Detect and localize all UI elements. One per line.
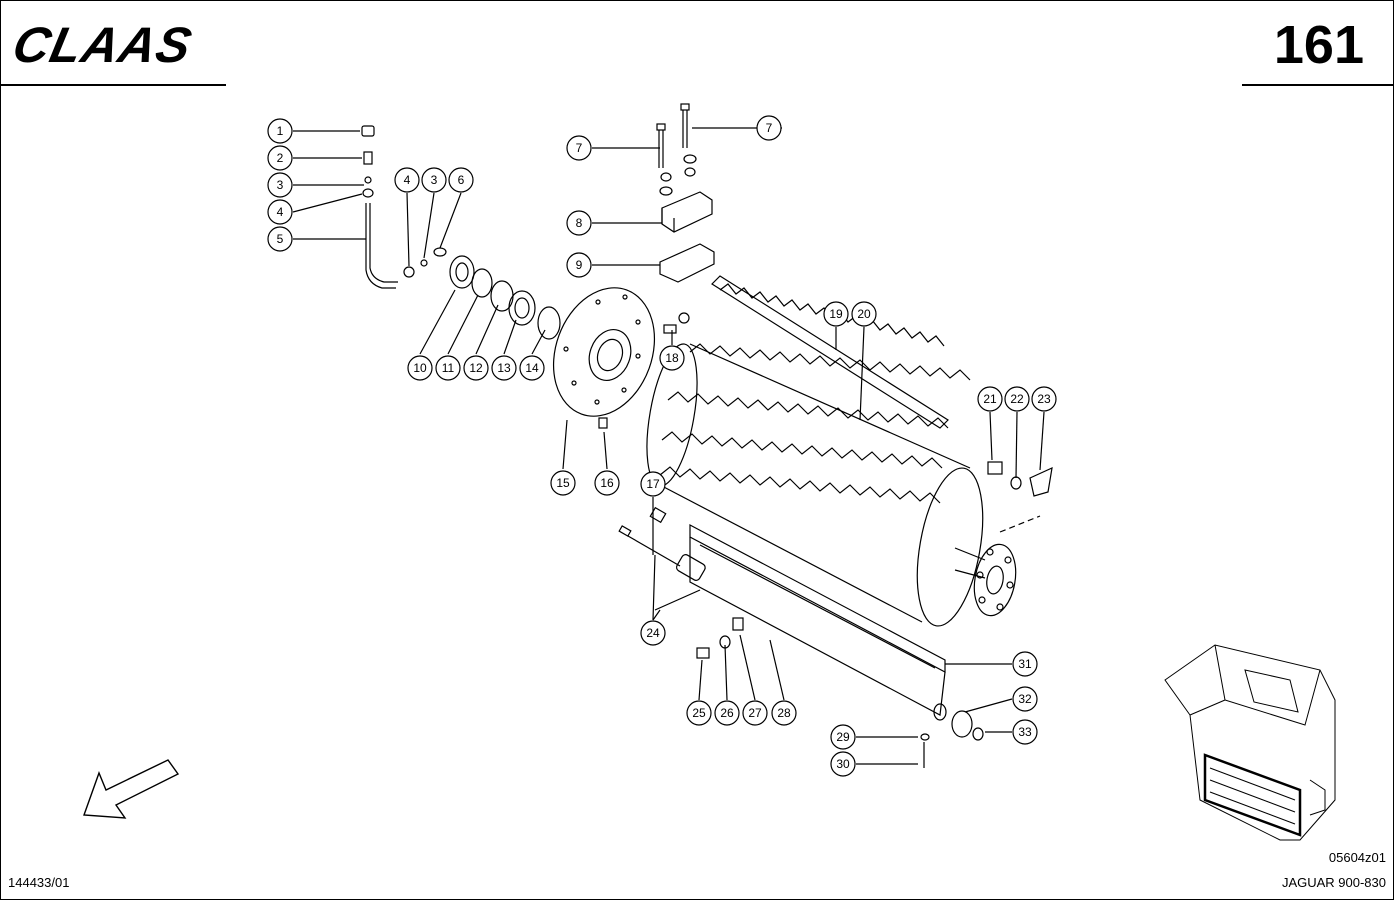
chopper-drum bbox=[646, 343, 1041, 627]
callout-22: 22 bbox=[1004, 386, 1030, 412]
knife-strip bbox=[711, 275, 949, 429]
callout-5: 5 bbox=[267, 226, 293, 252]
svg-text:19: 19 bbox=[829, 307, 843, 321]
svg-text:22: 22 bbox=[1010, 392, 1024, 406]
svg-text:2: 2 bbox=[277, 151, 284, 165]
grease-line-assembly bbox=[361, 125, 447, 289]
svg-text:4: 4 bbox=[277, 205, 284, 219]
svg-text:10: 10 bbox=[413, 361, 427, 375]
callout-6: 6 bbox=[448, 167, 474, 193]
callout-23: 23 bbox=[1031, 386, 1057, 412]
model-name: JAGUAR 900-830 bbox=[1281, 875, 1386, 890]
svg-text:28: 28 bbox=[777, 706, 791, 720]
leader-lines bbox=[292, 127, 1045, 765]
machine-location-thumbnail bbox=[1164, 644, 1336, 841]
svg-text:24: 24 bbox=[646, 626, 660, 640]
callout-18: 18 bbox=[659, 345, 685, 371]
callout-3: 3 bbox=[267, 172, 293, 198]
callout-11: 11 bbox=[435, 355, 461, 381]
svg-text:1: 1 bbox=[277, 124, 284, 138]
callout-24: 24 bbox=[640, 620, 666, 646]
direction-arrow bbox=[83, 759, 180, 819]
callout-30: 30 bbox=[830, 751, 856, 777]
callout-14: 14 bbox=[519, 355, 545, 381]
callout-10: 10 bbox=[407, 355, 433, 381]
drawing-id: 05604z01 bbox=[1328, 850, 1386, 865]
svg-text:31: 31 bbox=[1018, 657, 1032, 671]
svg-text:15: 15 bbox=[556, 476, 570, 490]
svg-text:26: 26 bbox=[720, 706, 734, 720]
callout-9: 9 bbox=[566, 252, 592, 278]
callout-27: 27 bbox=[742, 700, 768, 726]
callout-32: 32 bbox=[1012, 686, 1038, 712]
svg-text:27: 27 bbox=[748, 706, 762, 720]
page-number: 161 bbox=[1273, 15, 1364, 75]
page-number-rule bbox=[1242, 84, 1394, 86]
svg-text:21: 21 bbox=[983, 392, 997, 406]
callout-16: 16 bbox=[594, 470, 620, 496]
svg-text:5: 5 bbox=[277, 232, 284, 246]
svg-text:25: 25 bbox=[692, 706, 706, 720]
svg-text:7: 7 bbox=[766, 121, 773, 135]
drum-end-flange bbox=[552, 287, 656, 429]
callout-4b: 4 bbox=[394, 167, 420, 193]
callout-19: 19 bbox=[823, 301, 849, 327]
callout-12: 12 bbox=[463, 355, 489, 381]
callout-26: 26 bbox=[714, 700, 740, 726]
svg-text:13: 13 bbox=[497, 361, 511, 375]
callout-1: 1 bbox=[267, 118, 293, 144]
svg-text:8: 8 bbox=[576, 216, 583, 230]
callout-29: 29 bbox=[830, 724, 856, 750]
callout-15: 15 bbox=[550, 470, 576, 496]
svg-text:33: 33 bbox=[1018, 725, 1032, 739]
callout-33: 33 bbox=[1012, 719, 1038, 745]
svg-text:18: 18 bbox=[665, 351, 679, 365]
svg-text:30: 30 bbox=[836, 757, 850, 771]
bearing-stack bbox=[449, 255, 561, 340]
svg-text:20: 20 bbox=[857, 307, 871, 321]
callout-13: 13 bbox=[491, 355, 517, 381]
callout-31: 31 bbox=[1012, 651, 1038, 677]
svg-text:7: 7 bbox=[576, 141, 583, 155]
svg-text:23: 23 bbox=[1037, 392, 1051, 406]
callout-3b: 3 bbox=[421, 167, 447, 193]
svg-text:17: 17 bbox=[646, 477, 660, 491]
svg-text:12: 12 bbox=[469, 361, 483, 375]
callout-21: 21 bbox=[977, 386, 1003, 412]
svg-text:32: 32 bbox=[1018, 692, 1032, 706]
callout-17: 17 bbox=[640, 471, 666, 497]
callout-25: 25 bbox=[686, 700, 712, 726]
svg-text:11: 11 bbox=[442, 361, 455, 375]
svg-text:6: 6 bbox=[458, 173, 465, 187]
end-cap-parts bbox=[987, 461, 1053, 497]
svg-text:16: 16 bbox=[600, 476, 614, 490]
svg-text:3: 3 bbox=[277, 178, 284, 192]
callout-28: 28 bbox=[771, 700, 797, 726]
svg-text:9: 9 bbox=[576, 258, 583, 272]
svg-text:29: 29 bbox=[836, 730, 850, 744]
shear-bar-assembly bbox=[618, 506, 984, 768]
callout-7: 7 bbox=[566, 135, 592, 161]
document-id: 144433/01 bbox=[8, 875, 70, 890]
callout-8: 8 bbox=[566, 210, 592, 236]
callout-4: 4 bbox=[267, 199, 293, 225]
callout-20: 20 bbox=[851, 301, 877, 327]
callout-2: 2 bbox=[267, 145, 293, 171]
callout-7b: 7 bbox=[756, 115, 782, 141]
logo-rule bbox=[0, 84, 226, 86]
svg-text:14: 14 bbox=[525, 361, 539, 375]
svg-text:4: 4 bbox=[404, 173, 411, 187]
clamp-assembly bbox=[656, 103, 715, 334]
svg-text:3: 3 bbox=[431, 173, 438, 187]
